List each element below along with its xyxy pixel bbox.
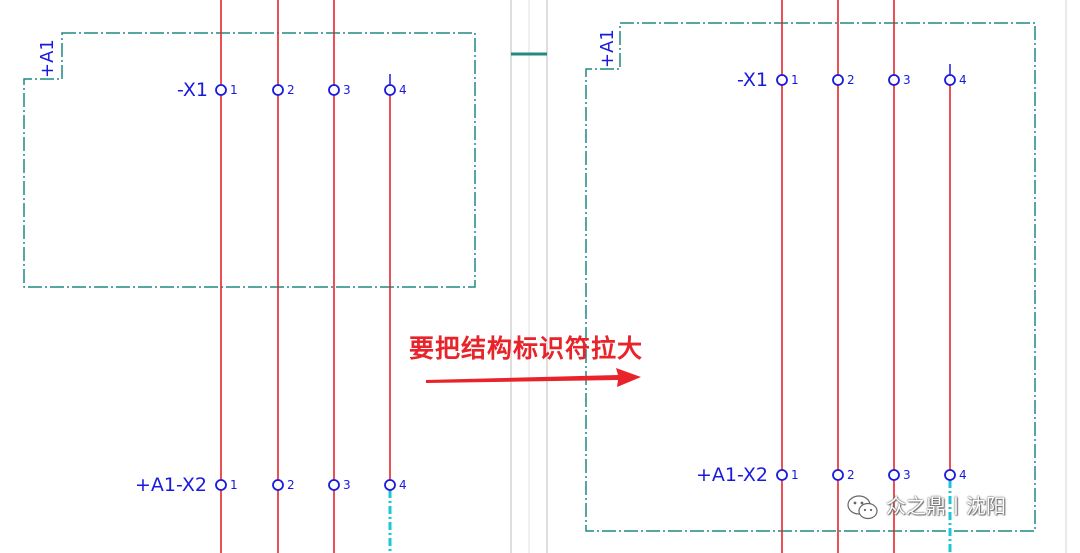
wires-right <box>781 0 951 553</box>
device-label-right-top: -X1 <box>737 69 769 91</box>
pin-label-left-bottom-2: 2 <box>287 478 295 492</box>
device-label-left-top: -X1 <box>177 79 209 101</box>
pin-label-right-bottom-1: 1 <box>791 468 799 482</box>
pin-label-right-bottom-4: 4 <box>959 468 967 482</box>
terminal-left-top-3 <box>328 84 340 96</box>
terminal-left-bottom-2 <box>272 479 284 491</box>
pin-label-right-top-1: 1 <box>791 73 799 87</box>
terminal-right-bottom-1 <box>776 469 788 481</box>
terminal-left-bottom-3 <box>328 479 340 491</box>
pin-label-left-top-3: 3 <box>343 83 351 97</box>
pin-label-left-top-1: 1 <box>230 83 238 97</box>
terminal-right-top-1 <box>776 74 788 86</box>
pin-label-left-bottom-3: 3 <box>343 478 351 492</box>
pin-label-right-top-4: 4 <box>959 73 967 87</box>
pin-label-right-bottom-3: 3 <box>903 468 911 482</box>
terminal-left-top-1 <box>215 84 227 96</box>
location-label-right: +A1 <box>597 29 618 68</box>
location-label-left: +A1 <box>37 39 58 78</box>
pin-label-left-bottom-4: 4 <box>399 478 407 492</box>
pin-label-left-top-4: 4 <box>399 83 407 97</box>
terminal-left-top-2 <box>272 84 284 96</box>
terminals-left-bottom <box>215 479 396 491</box>
watermark-text: 众之鼎丨沈阳 <box>886 494 1006 518</box>
annotation-caption: 要把结构标识符拉大 <box>409 334 644 363</box>
terminal-left-bottom-1 <box>215 479 227 491</box>
terminal-right-bottom-3 <box>888 469 900 481</box>
device-label-left-bottom: +A1-X2 <box>135 474 208 496</box>
wechat-icon <box>847 495 878 520</box>
location-box-left <box>23 32 476 288</box>
annotation-arrow <box>426 368 641 387</box>
device-label-right-bottom: +A1-X2 <box>696 464 769 486</box>
pin-label-right-bottom-2: 2 <box>847 468 855 482</box>
pin-label-right-top-2: 2 <box>847 73 855 87</box>
terminal-left-top-4 <box>384 84 396 96</box>
terminal-right-top-2 <box>832 74 844 86</box>
location-box-right <box>585 22 1036 532</box>
pin-label-left-top-2: 2 <box>287 83 295 97</box>
terminal-right-top-3 <box>888 74 900 86</box>
terminal-right-bottom-2 <box>832 469 844 481</box>
pin-label-left-bottom-1: 1 <box>230 478 238 492</box>
terminal-right-top-4 <box>944 74 956 86</box>
wires-left <box>220 0 391 553</box>
pin-label-right-top-3: 3 <box>903 73 911 87</box>
terminal-left-bottom-4 <box>384 479 396 491</box>
terminal-right-bottom-4 <box>944 469 956 481</box>
terminals-right-top <box>776 74 956 86</box>
terminals-right-bottom <box>776 469 956 481</box>
terminals-left-top <box>215 84 396 96</box>
